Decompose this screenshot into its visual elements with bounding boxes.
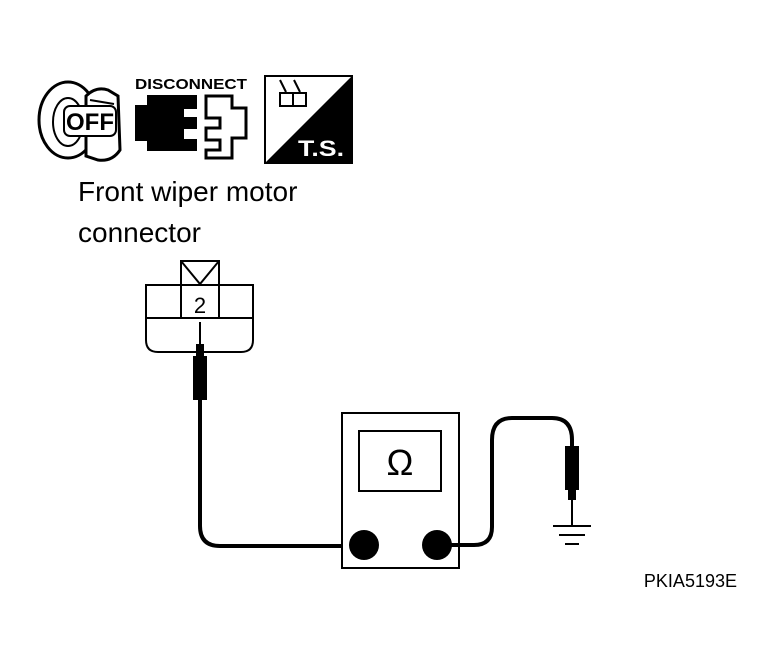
connector-disconnect-icon: DISCONNECT bbox=[135, 76, 248, 160]
key-off-label: OFF bbox=[66, 109, 114, 136]
left-test-probe bbox=[193, 322, 207, 400]
meter-terminal-left bbox=[349, 530, 379, 560]
right-lead-wire bbox=[437, 416, 574, 547]
disconnect-label: DISCONNECT bbox=[135, 76, 247, 93]
ignition-key-off-icon: OFF bbox=[37, 80, 122, 162]
ohmmeter-icon: Ω bbox=[341, 412, 460, 569]
connector-caption-line2: connector bbox=[78, 217, 201, 248]
right-test-probe bbox=[565, 446, 579, 526]
ground-icon bbox=[553, 525, 591, 545]
connector-caption-line1: Front wiper motor bbox=[78, 176, 297, 207]
wiper-motor-connector: 2 bbox=[145, 260, 254, 353]
test-station-icon: T.S. bbox=[264, 75, 353, 164]
figure-code: PKIA5193E bbox=[644, 571, 737, 591]
ohm-symbol: Ω bbox=[387, 442, 414, 483]
test-station-label: T.S. bbox=[298, 136, 344, 161]
terminal-number: 2 bbox=[194, 293, 206, 318]
left-lead-wire bbox=[198, 398, 364, 548]
